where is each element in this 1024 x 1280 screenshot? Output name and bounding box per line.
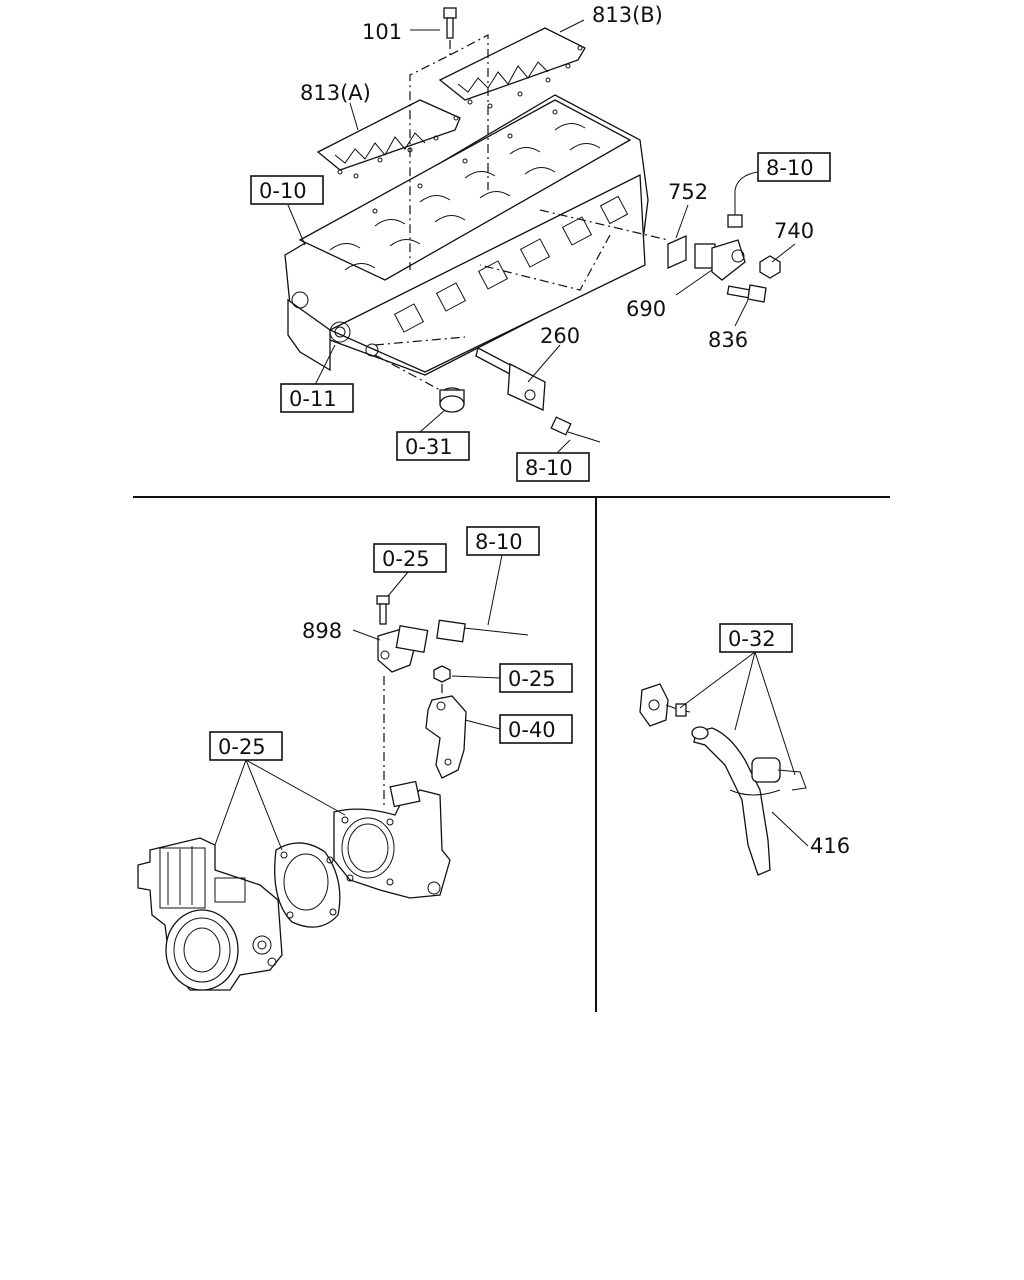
ref-031[interactable]: 0-31 xyxy=(405,435,453,459)
sensor-260-illustration xyxy=(475,347,546,411)
ref-box-810-mid[interactable] xyxy=(466,526,540,556)
ref-box-025-throttle[interactable] xyxy=(209,731,283,761)
ref-025-throttle[interactable]: 0-25 xyxy=(218,735,266,759)
ref-box-810-top[interactable] xyxy=(757,152,831,182)
plug-031-illustration xyxy=(439,387,465,413)
dashed-guide-101 xyxy=(409,40,451,270)
sensor-assembly-690-illustration xyxy=(667,171,781,303)
callout-813a: 813(A) xyxy=(300,81,371,105)
ref-box-810-bottom[interactable] xyxy=(516,452,590,482)
gasket-813b-illustration xyxy=(438,27,586,109)
leader-416 xyxy=(771,811,809,847)
leader-025-b xyxy=(245,759,283,851)
dashed-guide-260 xyxy=(374,336,466,346)
callout-740: 740 xyxy=(774,219,814,243)
bracket-040-illustration xyxy=(425,695,467,779)
throttle-body-illustration xyxy=(137,837,283,991)
callout-813b: 813(B) xyxy=(592,3,663,27)
leader-040 xyxy=(464,719,501,730)
leader-031 xyxy=(419,409,446,433)
leader-032-b xyxy=(734,651,756,731)
gasket-throttle-illustration xyxy=(274,842,341,928)
leader-260 xyxy=(527,344,561,383)
sensor-898-illustration xyxy=(377,624,429,673)
nut-025-illustration xyxy=(433,665,451,683)
pipe-416-illustration xyxy=(639,683,807,876)
leader-813b xyxy=(559,19,585,33)
bolt-025-top-illustration xyxy=(376,595,390,625)
bolt-101-illustration xyxy=(443,7,457,39)
ref-box-011[interactable] xyxy=(280,383,354,413)
leader-010 xyxy=(287,204,306,246)
dashed-guide-031 xyxy=(374,354,441,391)
ref-box-025-top[interactable] xyxy=(373,543,447,573)
leader-690 xyxy=(675,269,713,296)
ref-box-032[interactable] xyxy=(719,623,793,653)
gasket-813a-illustration xyxy=(316,99,461,179)
leader-025-c xyxy=(245,759,346,816)
leader-752 xyxy=(675,204,689,239)
leader-011 xyxy=(314,344,336,386)
callout-836: 836 xyxy=(708,328,748,352)
cylinder-head-illustration xyxy=(284,94,649,376)
intake-elbow-illustration xyxy=(333,780,451,899)
leader-032-a xyxy=(679,651,756,709)
dashed-guide-690 xyxy=(479,234,611,291)
ref-box-040[interactable] xyxy=(499,714,573,744)
leader-810-mid xyxy=(487,554,503,626)
ref-box-025-nut[interactable] xyxy=(499,663,573,693)
leader-032-c xyxy=(754,651,796,776)
callout-260: 260 xyxy=(540,324,580,348)
callout-898: 898 xyxy=(302,619,342,643)
leader-740 xyxy=(771,243,796,263)
leader-025-top xyxy=(387,571,409,597)
connector-810-lower-illustration xyxy=(550,416,601,443)
ref-810-mid[interactable]: 8-10 xyxy=(475,530,523,554)
callout-101: 101 xyxy=(362,20,402,44)
callout-416: 416 xyxy=(810,834,850,858)
ref-025-nut[interactable]: 0-25 xyxy=(508,667,556,691)
ref-box-031[interactable] xyxy=(396,431,470,461)
leader-898 xyxy=(352,629,381,641)
ref-032[interactable]: 0-32 xyxy=(728,627,776,651)
ref-010[interactable]: 0-10 xyxy=(259,179,307,203)
ref-810-bottom[interactable]: 8-10 xyxy=(525,456,573,480)
dashed-guide-101b xyxy=(449,34,489,190)
leader-025-nut xyxy=(451,675,501,679)
ref-025-top[interactable]: 0-25 xyxy=(382,547,430,571)
ref-810-top[interactable]: 8-10 xyxy=(766,156,814,180)
leader-813a xyxy=(349,102,359,131)
ref-011[interactable]: 0-11 xyxy=(289,387,337,411)
ref-040[interactable]: 0-40 xyxy=(508,718,556,742)
dashed-guide-752 xyxy=(539,209,669,241)
callout-752: 752 xyxy=(668,180,708,204)
leader-836 xyxy=(734,299,749,327)
leader-025-a xyxy=(214,759,247,846)
callout-690: 690 xyxy=(626,297,666,321)
ref-box-010[interactable] xyxy=(250,175,324,205)
connector-810-mid-illustration xyxy=(436,619,529,643)
